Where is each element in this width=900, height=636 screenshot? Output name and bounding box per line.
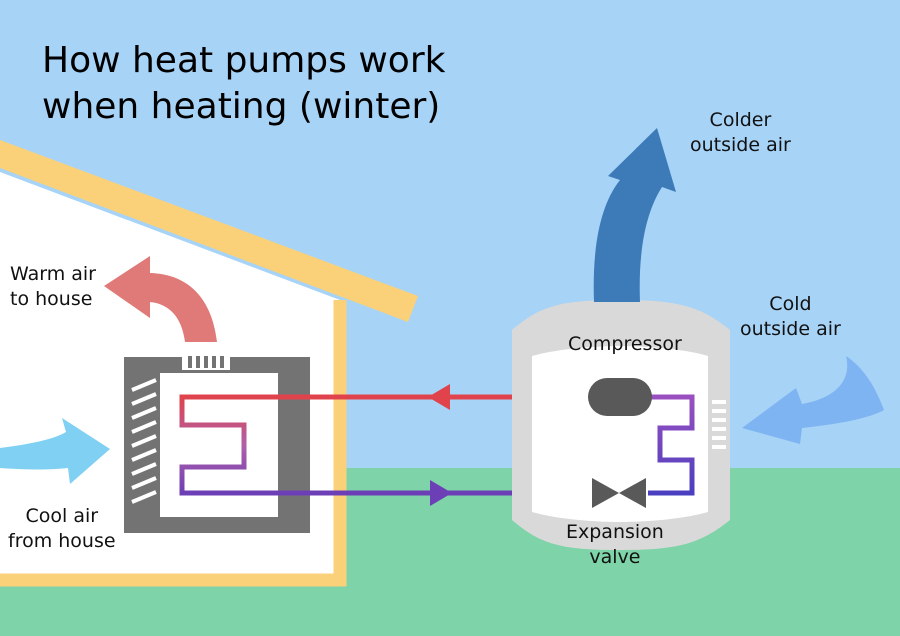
house-wall <box>0 172 340 576</box>
compressor-label: Compressor <box>568 333 682 355</box>
title-line-2: when heating (winter) <box>42 86 441 127</box>
indoor-coil <box>179 394 272 496</box>
colder-outside-air-label: Colder outside air <box>690 109 791 156</box>
warm-air-arrow-icon <box>104 256 217 342</box>
cool-air-arrow-icon <box>0 418 110 484</box>
expansion-valve-icon <box>592 478 646 508</box>
compressor-icon <box>588 378 652 416</box>
diagram-title: How heat pumps work when heating (winter… <box>42 38 445 130</box>
cold-outside-air-label: Cold outside air <box>740 293 841 340</box>
house-wall-outline <box>0 300 347 587</box>
house-roof <box>0 140 418 322</box>
flow-arrow-left-icon <box>428 384 450 410</box>
flow-arrow-right-icon <box>430 480 452 506</box>
colder-air-arrow-icon <box>593 128 676 302</box>
outdoor-coil <box>648 394 695 496</box>
title-line-1: How heat pumps work <box>42 40 446 81</box>
cold-air-arrow-icon <box>742 356 884 444</box>
indoor-unit <box>124 352 310 533</box>
warm-air-label: Warm air to house <box>10 263 96 310</box>
expansion-valve-label: Expansion valve <box>566 521 664 568</box>
cool-air-label: Cool air from house <box>8 505 116 552</box>
